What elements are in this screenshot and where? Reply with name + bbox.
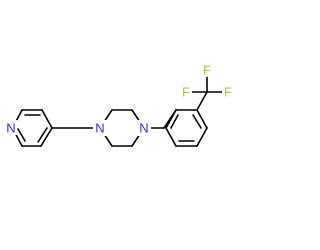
bond (17, 128, 26, 142)
bond-layer (12, 73, 226, 147)
atom-piperazine-nitrogen-left: N (93, 120, 107, 136)
bond (196, 127, 208, 147)
bond (165, 109, 177, 129)
bond (165, 127, 177, 147)
fluorine-left-label: F (182, 85, 190, 100)
fluorine-top-label: F (203, 63, 211, 78)
molecule-structure-diagram: N N N F F F (5, 63, 234, 147)
atom-pyridine-nitrogen: N (5, 120, 17, 136)
atom-fluorine-right: F (222, 85, 234, 100)
bond (41, 109, 53, 129)
bond (196, 109, 208, 129)
atom-layer: N N N F F F (5, 63, 234, 136)
fluorine-right-label: F (224, 85, 232, 100)
bond (170, 114, 179, 129)
pyridine-nitrogen-label: N (6, 121, 15, 136)
bond (37, 127, 48, 143)
atom-piperazine-nitrogen-right: N (137, 120, 151, 136)
molecule-svg: N N N F F F (5, 63, 234, 147)
bond (192, 114, 202, 129)
atom-fluorine-top: F (201, 63, 213, 78)
piperazine-nitrogen-right-label: N (139, 121, 148, 136)
bond (196, 91, 208, 111)
piperazine-nitrogen-left-label: N (95, 121, 104, 136)
bond (40, 127, 53, 147)
atom-fluorine-left: F (180, 85, 192, 100)
